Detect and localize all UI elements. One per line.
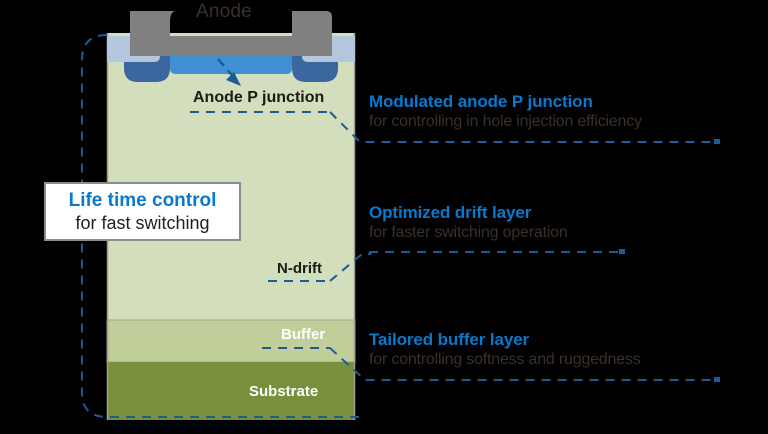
buffer-label: Buffer <box>281 326 326 343</box>
anode-metal-electrode <box>130 11 332 56</box>
metal-bridge <box>160 36 302 56</box>
anode-p-end-marker <box>714 139 720 144</box>
buffer-end-marker <box>714 377 720 382</box>
buffer-layer <box>106 319 356 363</box>
substrate-label: Substrate <box>249 383 319 400</box>
callout-subline: for fast switching <box>75 212 210 233</box>
n-drift-label: N-drift <box>277 260 322 277</box>
note-tailored-buffer-layer: Tailored buffer layer for controlling so… <box>369 330 641 370</box>
anode-p-connector <box>329 111 716 143</box>
substrate-layer <box>107 362 355 420</box>
n-drift-end-marker <box>619 249 625 254</box>
note-optimized-drift-layer: Optimized drift layer for faster switchi… <box>369 203 568 243</box>
lifetime-control-boundary <box>81 34 360 418</box>
annotation-leaders <box>190 111 720 382</box>
anode-p-junction-label: Anode P junction <box>193 89 325 106</box>
note-headline: Modulated anode P junction <box>369 92 593 111</box>
note-headline: Optimized drift layer <box>369 203 532 222</box>
anode-p-junction-arrow <box>217 58 241 86</box>
life-time-control-callout: Life time control for fast switching <box>44 182 241 241</box>
note-subline: for faster switching operation <box>369 224 568 241</box>
note-subline: for controlling softness and ruggedness <box>369 351 641 368</box>
note-subline: for controlling in hole injection effici… <box>369 113 642 130</box>
note-modulated-anode-p-junction: Modulated anode P junction for controlli… <box>369 92 642 132</box>
note-headline: Tailored buffer layer <box>369 330 530 349</box>
anode-title: Anode <box>196 1 252 22</box>
anode-p-junction-band <box>170 56 292 74</box>
callout-headline: Life time control <box>68 189 217 211</box>
metal-left-notch <box>130 11 176 36</box>
